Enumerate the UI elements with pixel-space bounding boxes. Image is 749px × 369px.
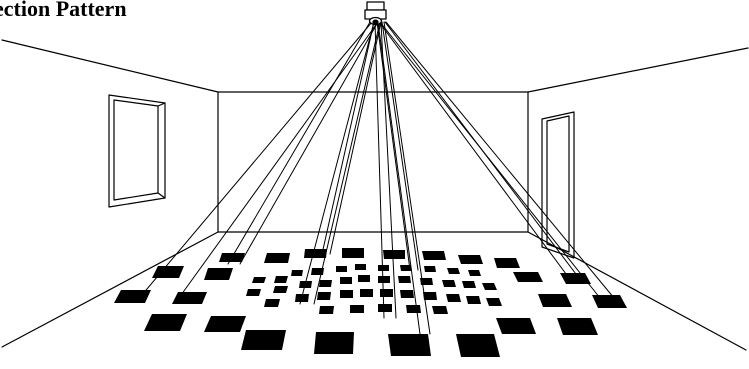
left-floor-edge <box>1 231 219 348</box>
detection-zone <box>274 276 288 283</box>
detection-zone <box>252 277 266 283</box>
detection-zone <box>482 283 497 290</box>
detection-zone <box>378 276 390 283</box>
detection-zone <box>442 280 456 287</box>
detection-zone <box>246 289 261 296</box>
detection-zone <box>494 258 520 268</box>
left-ceiling-edge <box>1 39 219 93</box>
right-ceiling-edge <box>527 47 749 93</box>
detection-zone <box>378 304 392 312</box>
detection-zone <box>422 251 446 260</box>
detection-zone <box>319 306 334 314</box>
door <box>541 111 575 259</box>
detection-zone <box>204 268 233 280</box>
detection-zone <box>291 270 303 276</box>
ceiling-pir-sensor-icon <box>364 1 387 26</box>
detection-zone <box>299 281 312 288</box>
detection-zone <box>355 264 366 270</box>
detection-zone <box>273 286 288 293</box>
detection-zone <box>319 280 332 287</box>
detection-zone <box>486 298 502 306</box>
diagram-title: ection Pattern <box>0 0 127 21</box>
detection-zone <box>317 292 331 300</box>
detection-zone <box>462 281 476 288</box>
detection-zone <box>592 295 627 308</box>
detection-zone <box>468 270 481 276</box>
detection-zone <box>388 334 431 356</box>
detection-zone <box>560 273 591 284</box>
detection-zone <box>400 265 412 271</box>
detection-zone <box>342 248 364 258</box>
detection-zone <box>144 314 187 331</box>
detection-zone <box>557 318 598 335</box>
detection-zone <box>423 292 437 300</box>
detection-zone <box>314 332 354 354</box>
detection-zone <box>241 330 286 350</box>
detection-zone <box>172 292 207 304</box>
detection-zone <box>447 268 460 274</box>
window <box>108 94 166 208</box>
detection-zone <box>383 250 405 259</box>
detection-zone <box>219 253 245 262</box>
detection-zone <box>311 268 324 275</box>
detection-zone <box>380 289 393 297</box>
detection-zones <box>114 248 627 357</box>
detection-zone <box>406 305 421 313</box>
detection-zone <box>432 306 448 314</box>
detection-zone <box>340 290 353 298</box>
detection-zone <box>496 318 536 334</box>
detection-zone <box>304 249 327 258</box>
detection-zone <box>466 296 481 304</box>
detection-zone <box>458 255 483 264</box>
detection-zone <box>378 265 389 271</box>
detection-zone <box>420 278 433 285</box>
detection-zone <box>340 277 352 284</box>
detection-zone <box>400 290 414 298</box>
detection-zone <box>264 299 280 307</box>
detection-zone <box>398 276 411 283</box>
detection-zone <box>264 253 290 263</box>
detection-zone <box>538 294 572 307</box>
detection-zone <box>204 316 246 332</box>
right-floor-edge <box>527 231 747 351</box>
detection-zone <box>152 266 184 278</box>
detection-zone <box>446 294 461 302</box>
detection-zone <box>114 290 151 303</box>
detection-zone <box>456 334 500 357</box>
detection-zone <box>295 294 309 302</box>
detection-zone <box>358 275 370 282</box>
detection-zone <box>350 305 364 313</box>
detection-zone <box>424 266 436 272</box>
detection-zone <box>513 272 543 282</box>
back-wall <box>217 91 529 233</box>
detection-zone <box>360 289 373 297</box>
room-outline <box>1 39 749 351</box>
detection-zone <box>336 266 347 272</box>
